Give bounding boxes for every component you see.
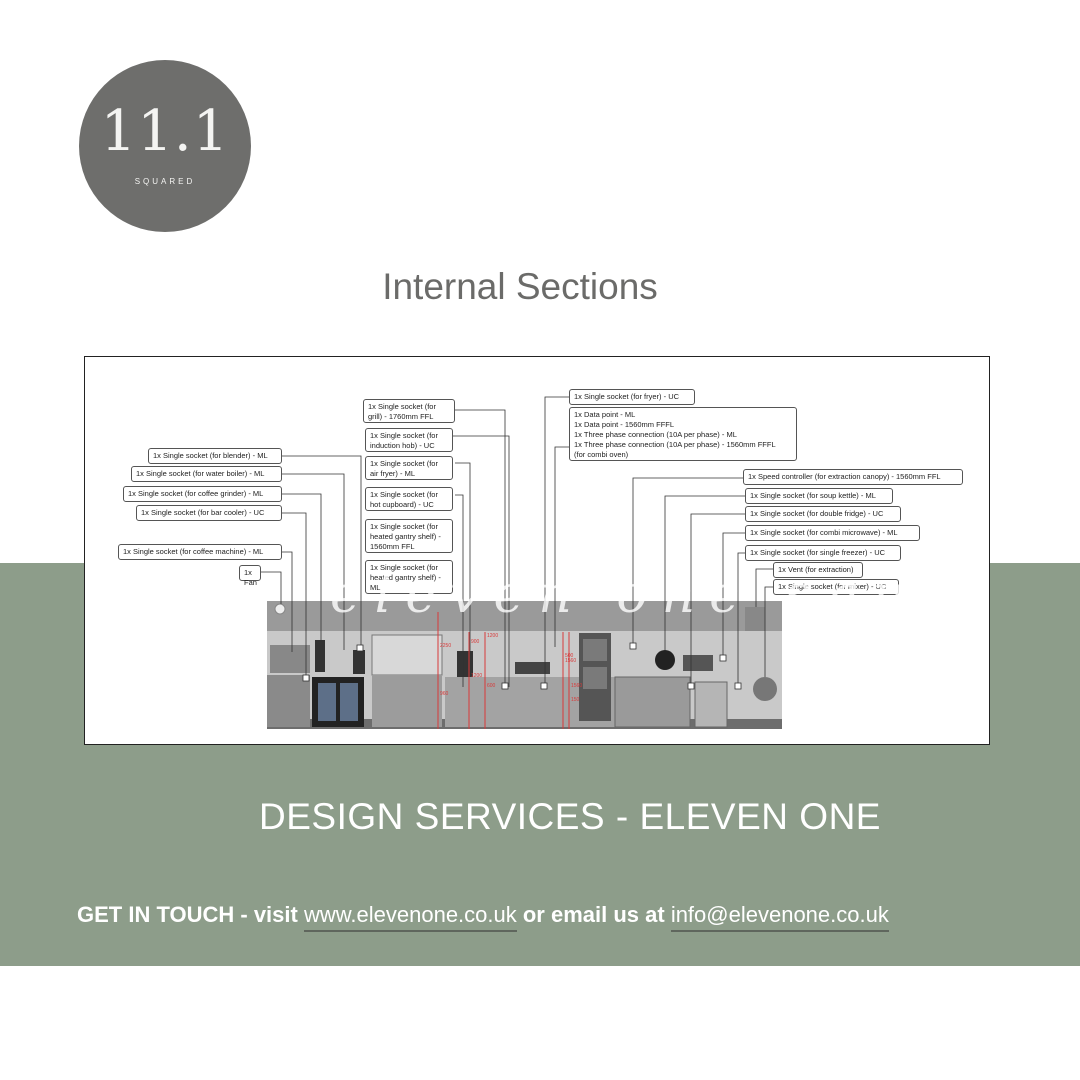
extraction-canopy <box>267 601 782 631</box>
socket-markers <box>302 642 742 690</box>
callout-coffee-machine: 1x Single socket (for coffee machine) - … <box>118 544 282 560</box>
dimension-label: 2250 <box>440 643 451 649</box>
email-link[interactable]: info@elevenone.co.uk <box>670 902 889 932</box>
water-boiler <box>353 650 365 674</box>
single-freezer <box>694 681 728 728</box>
callout-vent: 1x Vent (for extraction) <box>773 562 863 578</box>
callout-speed-controller: 1x Speed controller (for extraction cano… <box>743 469 963 485</box>
fan <box>274 603 286 615</box>
double-fridge <box>614 676 691 728</box>
callout-blender: 1x Single socket (for blender) - ML <box>148 448 282 464</box>
dimension-label: 960 <box>440 691 449 697</box>
callout-gantry-shelf-2: 1x Single socket (for heated gantry shel… <box>365 560 453 594</box>
dimension-label: 600 <box>487 683 496 689</box>
display-base <box>372 675 442 727</box>
coffee-grinder <box>315 640 325 672</box>
callout-air-fryer: 1x Single socket (for air fryer) - ML <box>365 456 453 480</box>
callout-single-freezer: 1x Single socket (for single freezer) - … <box>745 545 901 561</box>
section-drawing: 2250 1200 1200 1560 1560 960 900 600 500 150 1x S… <box>84 356 990 745</box>
elevation-svg: 2250 1200 1200 1560 1560 960 900 600 500 150 <box>259 396 782 729</box>
website-link[interactable]: www.elevenone.co.uk <box>303 902 517 932</box>
logo-subtitle: SQUARED <box>134 177 196 186</box>
extraction-vent <box>745 607 765 631</box>
brand-logo: 11.1 SQUARED <box>79 60 251 232</box>
dimension-label: 150 <box>571 697 580 703</box>
soup-kettle <box>655 650 675 670</box>
mixer <box>753 677 777 701</box>
callout-combi-microwave: 1x Single socket (for combi microwave) -… <box>745 525 920 541</box>
bar-cooler-door <box>340 683 358 721</box>
callout-grill: 1x Single socket (for grill) - 1760mm FF… <box>363 399 455 423</box>
callout-soup-kettle: 1x Single socket (for soup kettle) - ML <box>745 488 893 504</box>
callout-gantry-shelf-1: 1x Single socket (for heated gantry shel… <box>365 519 453 553</box>
dimension-label: 900 <box>471 639 480 645</box>
section-subtitle: DESIGN SERVICES - ELEVEN ONE <box>259 796 881 837</box>
dimension-label: 500 <box>565 653 574 659</box>
dimension-label: 1200 <box>487 633 498 639</box>
bar-cooler-door <box>318 683 336 721</box>
callout-bar-cooler: 1x Single socket (for bar cooler) - UC <box>136 505 282 521</box>
leader-lines <box>259 396 773 687</box>
callout-hot-cupboard: 1x Single socket (for hot cupboard) - UC <box>365 487 453 511</box>
coffee-machine <box>270 645 310 673</box>
email-lead-label: or email us at <box>516 902 671 927</box>
page-title: Internal Sections <box>382 266 658 307</box>
dimension-label: 1560 <box>571 683 582 689</box>
combi-oven-door <box>583 639 607 661</box>
combi-microwave <box>683 655 713 671</box>
callout-water-boiler: 1x Single socket (for water boiler) - ML <box>131 466 282 482</box>
callout-mixer: 1x Single socket (for mixer) - UC <box>773 579 899 595</box>
counter-unit <box>267 675 310 727</box>
display-counter <box>371 634 443 676</box>
grill <box>515 662 550 674</box>
get-in-touch-label: GET IN TOUCH <box>77 902 235 927</box>
dimension-label: 1560 <box>565 658 576 664</box>
visit-label: - visit <box>234 902 304 927</box>
callout-coffee-grinder: 1x Single socket (for coffee grinder) - … <box>123 486 282 502</box>
callout-induction-hob: 1x Single socket (for induction hob) - U… <box>365 428 453 452</box>
combi-oven-door <box>583 667 607 689</box>
contact-line: GET IN TOUCH - visit www.elevenone.co.uk… <box>77 902 889 932</box>
callout-data-points: 1x Data point - ML 1x Data point - 1560m… <box>569 407 797 461</box>
watermark-text: eleven one squ <box>330 565 920 625</box>
callout-fan: 1x Fan <box>239 565 261 587</box>
dimension-label: 1200 <box>471 673 482 679</box>
logo-number: 11.1 <box>100 99 230 164</box>
callout-fryer: 1x Single socket (for fryer) - UC <box>569 389 695 405</box>
callout-double-fridge: 1x Single socket (for double fridge) - U… <box>745 506 901 522</box>
